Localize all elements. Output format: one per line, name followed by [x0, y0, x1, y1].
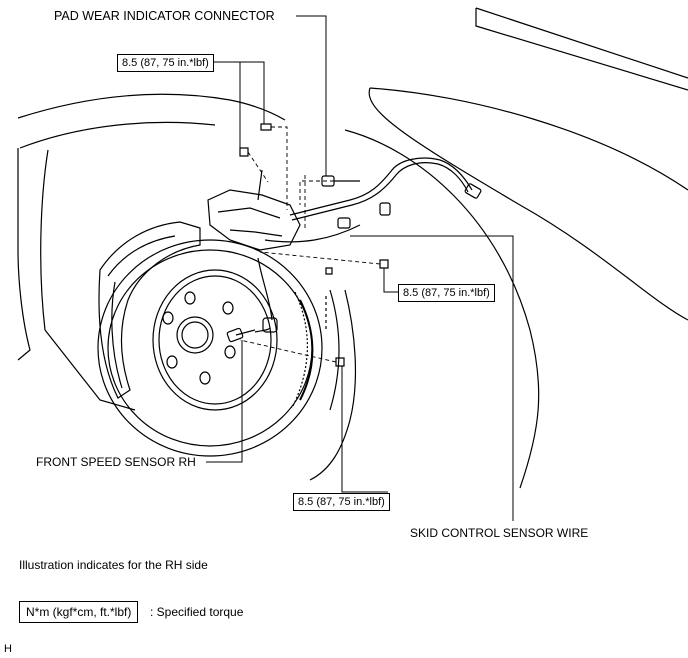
wheel-well — [17, 93, 357, 481]
leader-lines — [206, 15, 514, 521]
speed-sensor-wire — [226, 257, 278, 343]
torque-spec-right: 8.5 (87, 75 in.*lbf) — [398, 284, 495, 302]
corner-mark: H — [4, 643, 12, 655]
fender-outline — [344, 7, 688, 489]
torque-legend-text: : Specified torque — [150, 605, 244, 619]
bolts — [239, 123, 389, 367]
torque-spec-top: 8.5 (87, 75 in.*lbf) — [117, 54, 214, 72]
rh-side-note: Illustration indicates for the RH side — [19, 558, 208, 572]
knuckle — [207, 169, 301, 251]
torque-spec-bottom: 8.5 (87, 75 in.*lbf) — [293, 493, 390, 511]
front-speed-sensor-label: FRONT SPEED SENSOR RH — [36, 455, 196, 469]
torque-legend-box: N*m (kgf*cm, ft.*lbf) — [19, 601, 139, 623]
brake-disc — [97, 239, 323, 457]
pad-wear-harness — [264, 157, 482, 243]
brake-caliper — [98, 221, 201, 399]
assembly-lines — [239, 126, 381, 363]
skid-control-sensor-wire-label: SKID CONTROL SENSOR WIRE — [410, 526, 589, 540]
lug-bolts — [162, 291, 236, 385]
pad-wear-connector-label: PAD WEAR INDICATOR CONNECTOR — [54, 9, 275, 23]
